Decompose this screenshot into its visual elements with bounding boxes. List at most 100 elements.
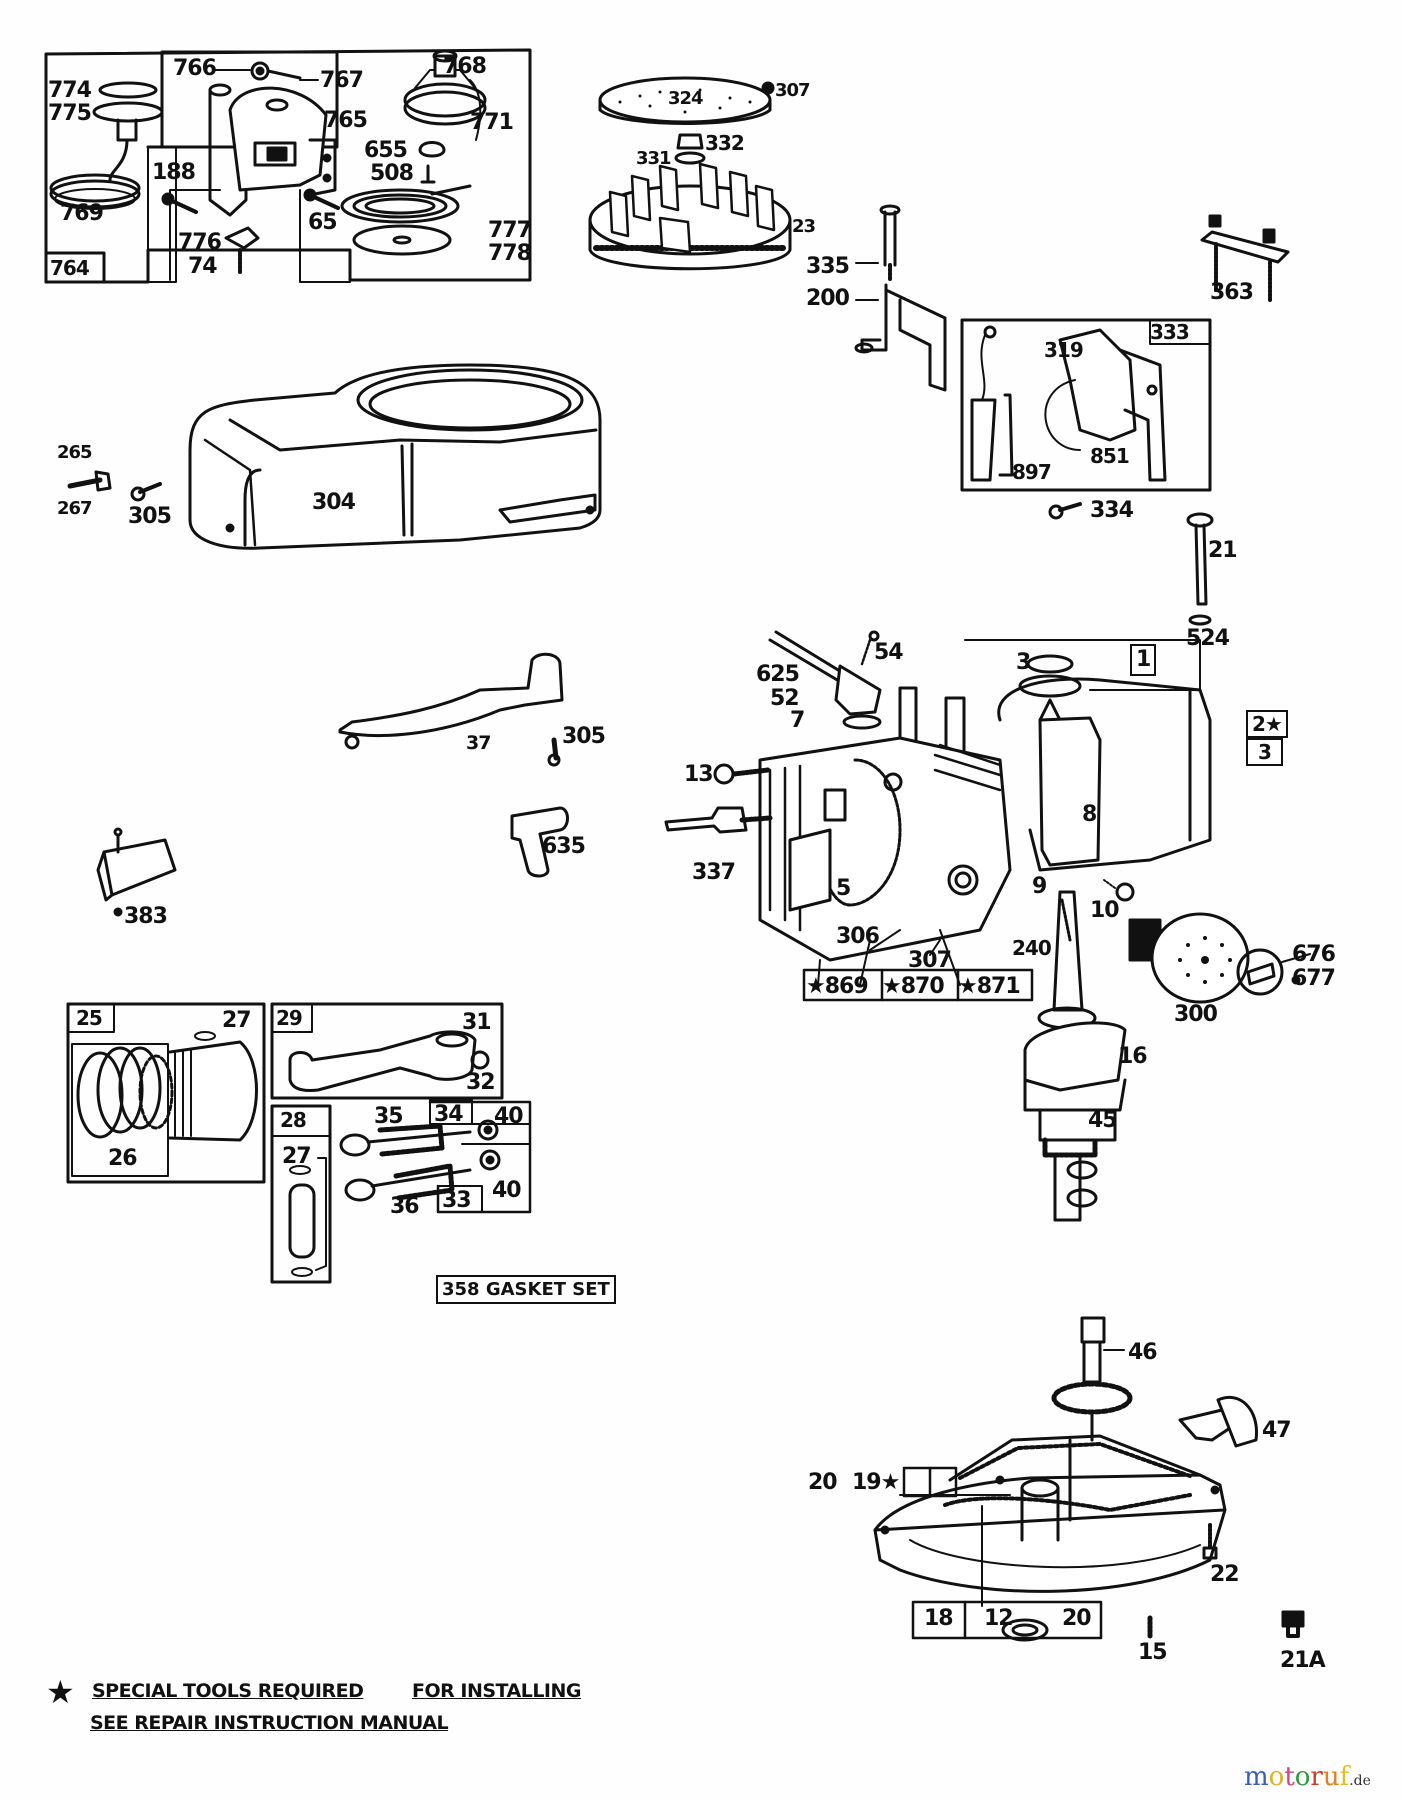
part-label-2-star: 2★ [1246, 710, 1288, 738]
part-label-306: 306 [836, 924, 880, 949]
part-label-188: 188 [152, 160, 196, 185]
part-label-37: 37 [466, 732, 491, 754]
starter-handle-icon [92, 81, 164, 182]
spark-boot-635-icon [510, 806, 569, 878]
part-label-897: 897 [1012, 460, 1052, 484]
watermark-letter: o [1294, 1762, 1311, 1792]
part-label-778: 778 [488, 241, 532, 266]
part-label-40-upper: 40 [494, 1104, 524, 1129]
piston-pin-icon [288, 1183, 316, 1259]
part-label-870: ★870 [882, 974, 945, 999]
starter-housing-icon [208, 83, 337, 217]
part-label-768: 768 [443, 54, 487, 79]
part-label-319: 319 [1044, 338, 1084, 362]
bracket-363-icon [1200, 214, 1290, 304]
piston-rings-icon [76, 1046, 174, 1139]
part-label-7: 7 [790, 708, 805, 733]
part-label-47: 47 [1262, 1418, 1292, 1443]
part-label-31: 31 [462, 1010, 492, 1035]
part-label-18: 18 [924, 1606, 954, 1631]
part-label-74: 74 [188, 254, 218, 279]
starter-rope-icon [49, 173, 141, 210]
part-label-8: 8 [1082, 802, 1097, 827]
part-label-307-screen-screw: 307 [775, 80, 811, 101]
part-label-26: 26 [108, 1146, 138, 1171]
part-label-337: 337 [692, 860, 736, 885]
part-label-334: 334 [1090, 498, 1134, 523]
air-vane-37-icon [338, 652, 564, 737]
screw-334-icon [1058, 502, 1082, 512]
part-label-45: 45 [1088, 1108, 1118, 1133]
starter-pulley-icon [403, 49, 487, 126]
part-label-304: 304 [312, 490, 356, 515]
part-label-27-piston: 27 [222, 1008, 252, 1033]
part-label-871: ★871 [958, 974, 1021, 999]
part-label-3-side: 3 [1246, 738, 1283, 766]
part-label-383: 383 [124, 904, 168, 929]
watermark-logo[interactable]: motoruf.de [1244, 1762, 1371, 1792]
part-label-363: 363 [1210, 280, 1254, 305]
oil-seal-20-icon [1001, 1618, 1049, 1642]
valve-box-group [339, 1099, 532, 1214]
part-label-676: 676 [1292, 942, 1336, 967]
part-label-21: 21 [1208, 538, 1238, 563]
washer-524-icon [1188, 614, 1212, 626]
part-label-46: 46 [1128, 1340, 1158, 1365]
head-gasket-boxes [802, 968, 1034, 1002]
ground-switch-383-icon [96, 827, 177, 917]
part-label-771: 771 [470, 110, 514, 135]
watermark-letter: o [1268, 1762, 1285, 1792]
exhaust-valve-icon [344, 1163, 472, 1202]
part-label-324: 324 [668, 88, 704, 109]
part-label-13: 13 [684, 762, 714, 787]
camshaft-icon [1051, 1316, 1133, 1442]
armature-box-group [960, 318, 1212, 492]
fitting-21a-icon [1281, 1610, 1305, 1638]
part-label-25: 25 [76, 1006, 103, 1030]
part-label-300: 300 [1174, 1002, 1218, 1027]
part-label-851: 851 [1090, 444, 1130, 468]
part-label-305-vane-screw: 305 [562, 724, 606, 749]
part-label-15: 15 [1138, 1640, 1168, 1665]
part-label-27-pin: 27 [282, 1144, 312, 1169]
part-label-776: 776 [178, 230, 222, 255]
part-label-10: 10 [1090, 898, 1120, 923]
screw-65-icon [310, 194, 340, 210]
starter-spring-icon [340, 184, 472, 256]
part-label-35: 35 [374, 1104, 404, 1129]
piston-box-group [66, 1002, 266, 1184]
part-label-524: 524 [1186, 626, 1230, 651]
part-label-21a: 21A [1280, 1648, 1326, 1673]
part-label-869: ★869 [806, 974, 869, 999]
starter-outer-frame [44, 48, 532, 284]
part-label-766: 766 [173, 56, 217, 81]
rewind-starter-group [44, 48, 532, 284]
part-label-29: 29 [276, 1006, 303, 1030]
part-label-23: 23 [792, 216, 816, 237]
part-label-19-star: 19★ [852, 1470, 900, 1495]
bracket-200-group [854, 204, 947, 392]
part-label-677: 677 [1292, 966, 1336, 991]
footnote-special-tools: SPECIAL TOOLS REQUIRED [92, 1680, 364, 1702]
watermark-suffix: .de [1349, 1773, 1371, 1789]
part-label-54: 54 [874, 640, 904, 665]
watermark-letter: r [1310, 1762, 1323, 1792]
crankshaft-icon [1023, 890, 1127, 1222]
clip-776-icon [224, 226, 260, 250]
connecting-rod-box-group [270, 1002, 504, 1100]
watermark-letter: t [1284, 1762, 1295, 1792]
part-label-774: 774 [48, 78, 92, 103]
footnote-see-manual: SEE REPAIR INSTRUCTION MANUAL [90, 1712, 449, 1734]
part-label-32: 32 [466, 1070, 496, 1095]
part-label-307-head-bolt: 307 [908, 948, 952, 973]
part-label-625: 625 [756, 662, 800, 687]
flywheel-group [588, 76, 792, 271]
part-label-34: 34 [434, 1102, 464, 1127]
part-label-777: 777 [488, 218, 532, 243]
cup-655-icon [418, 141, 446, 158]
bolt-21-icon [1186, 512, 1214, 626]
part-label-33: 33 [442, 1188, 472, 1213]
part-label-12: 12 [984, 1606, 1014, 1631]
